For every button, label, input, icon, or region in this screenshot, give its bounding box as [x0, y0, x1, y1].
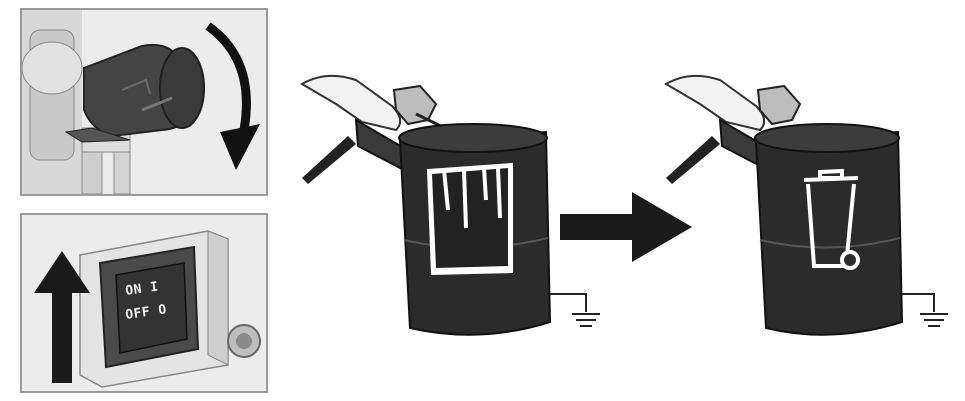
up-arrow-icon — [34, 251, 90, 383]
power-switch-panel: ON I OFF O — [20, 213, 268, 393]
ground-symbol-icon — [550, 294, 600, 326]
spray-into-bucket-recycle-illustration — [660, 60, 960, 360]
metal-bucket-icon — [755, 124, 902, 335]
rotate-clockwise-arrow-icon — [198, 20, 264, 190]
switch-off-label: OFF O — [124, 302, 167, 323]
metal-bucket-icon — [399, 124, 550, 335]
switch-on-label: ON I — [124, 279, 159, 298]
valve-panel — [20, 8, 268, 196]
ground-symbol-icon — [902, 294, 948, 326]
